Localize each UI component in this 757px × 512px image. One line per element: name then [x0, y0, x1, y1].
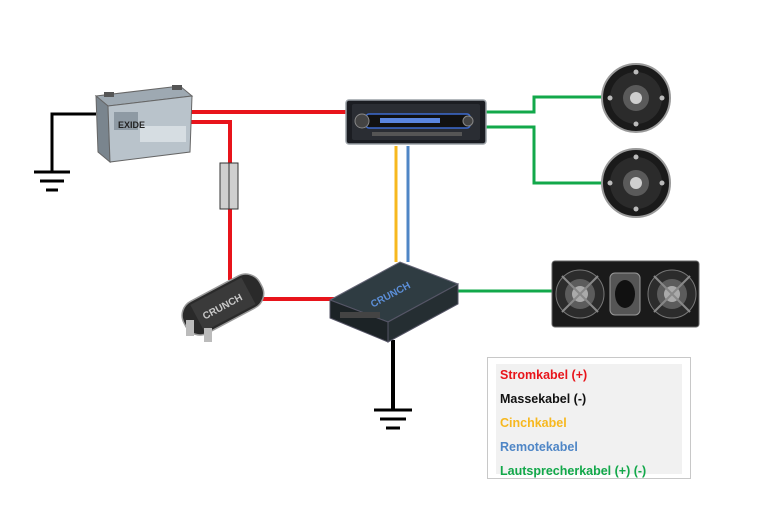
battery: EXIDE — [94, 85, 194, 164]
battery-label: EXIDE — [118, 120, 145, 130]
power-wire-amp — [190, 120, 232, 280]
amp-ground-symbol — [374, 408, 412, 430]
subwoofer-port — [609, 272, 641, 316]
amplifier: CRUNCH — [328, 261, 460, 343]
head-unit — [345, 99, 487, 145]
legend: Stromkabel (+) Massekabel (-) Cinchkabel… — [487, 357, 691, 479]
legend-item-speaker-cable: Lautsprecherkabel (+) (-) — [500, 464, 647, 478]
legend-panel: Stromkabel (+) Massekabel (-) Cinchkabel… — [496, 364, 682, 478]
speaker-wire-top — [484, 95, 602, 114]
speaker-top — [601, 63, 671, 133]
subwoofer-box — [551, 260, 700, 328]
legend-item-remote-cable: Remotekabel — [500, 440, 578, 454]
legend-item-ground-cable: Massekabel (-) — [500, 392, 587, 406]
subwoofer-left-driver — [555, 269, 605, 319]
wires — [34, 95, 602, 430]
battery-ground-wire — [50, 112, 96, 172]
speaker-wire-bottom — [484, 125, 602, 185]
battery-ground-symbol — [34, 170, 70, 192]
capacitor: CRUNCH — [181, 273, 265, 342]
legend-item-power-cable: Stromkabel (+) — [500, 368, 588, 382]
speaker-bottom — [601, 148, 671, 218]
fuse — [219, 162, 239, 210]
legend-item-rca-cable: Cinchkabel — [500, 416, 567, 430]
subwoofer-right-driver — [647, 269, 697, 319]
